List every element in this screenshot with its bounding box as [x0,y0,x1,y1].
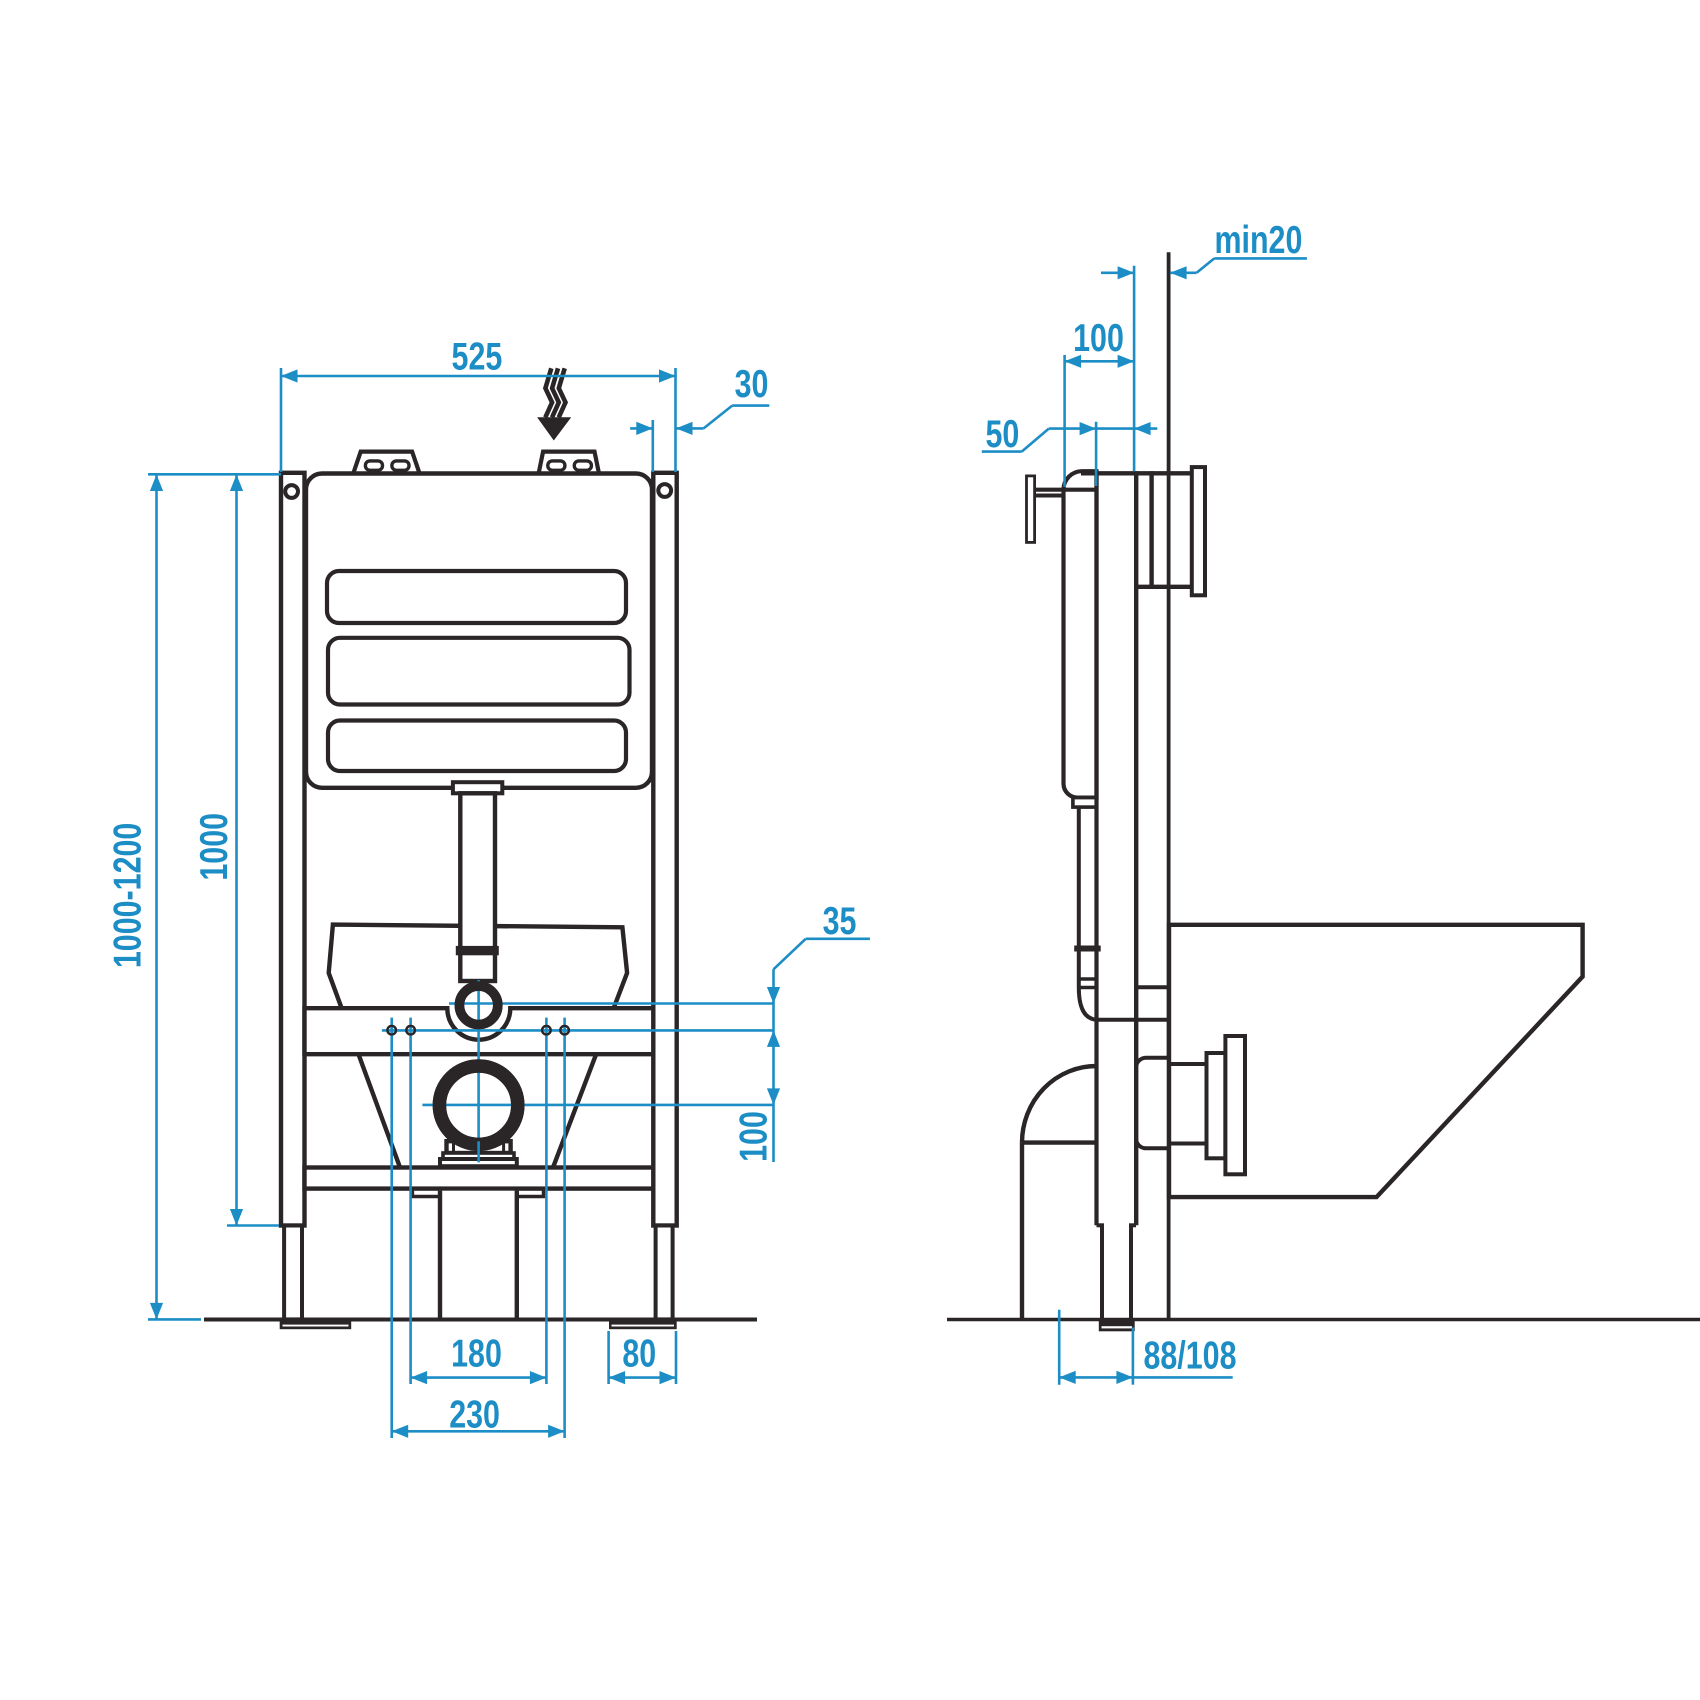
svg-text:100: 100 [1073,316,1124,359]
svg-text:80: 80 [622,1332,656,1375]
svg-text:180: 180 [451,1332,502,1375]
svg-text:1000-1200: 1000-1200 [106,823,149,968]
svg-text:100: 100 [732,1111,775,1162]
svg-text:88/108: 88/108 [1143,1334,1236,1377]
svg-text:525: 525 [452,335,503,378]
svg-text:1000: 1000 [193,813,236,881]
svg-text:50: 50 [985,413,1019,456]
svg-text:30: 30 [735,362,769,405]
svg-text:min20: min20 [1214,218,1302,261]
svg-text:35: 35 [823,899,857,942]
svg-text:230: 230 [449,1393,500,1436]
